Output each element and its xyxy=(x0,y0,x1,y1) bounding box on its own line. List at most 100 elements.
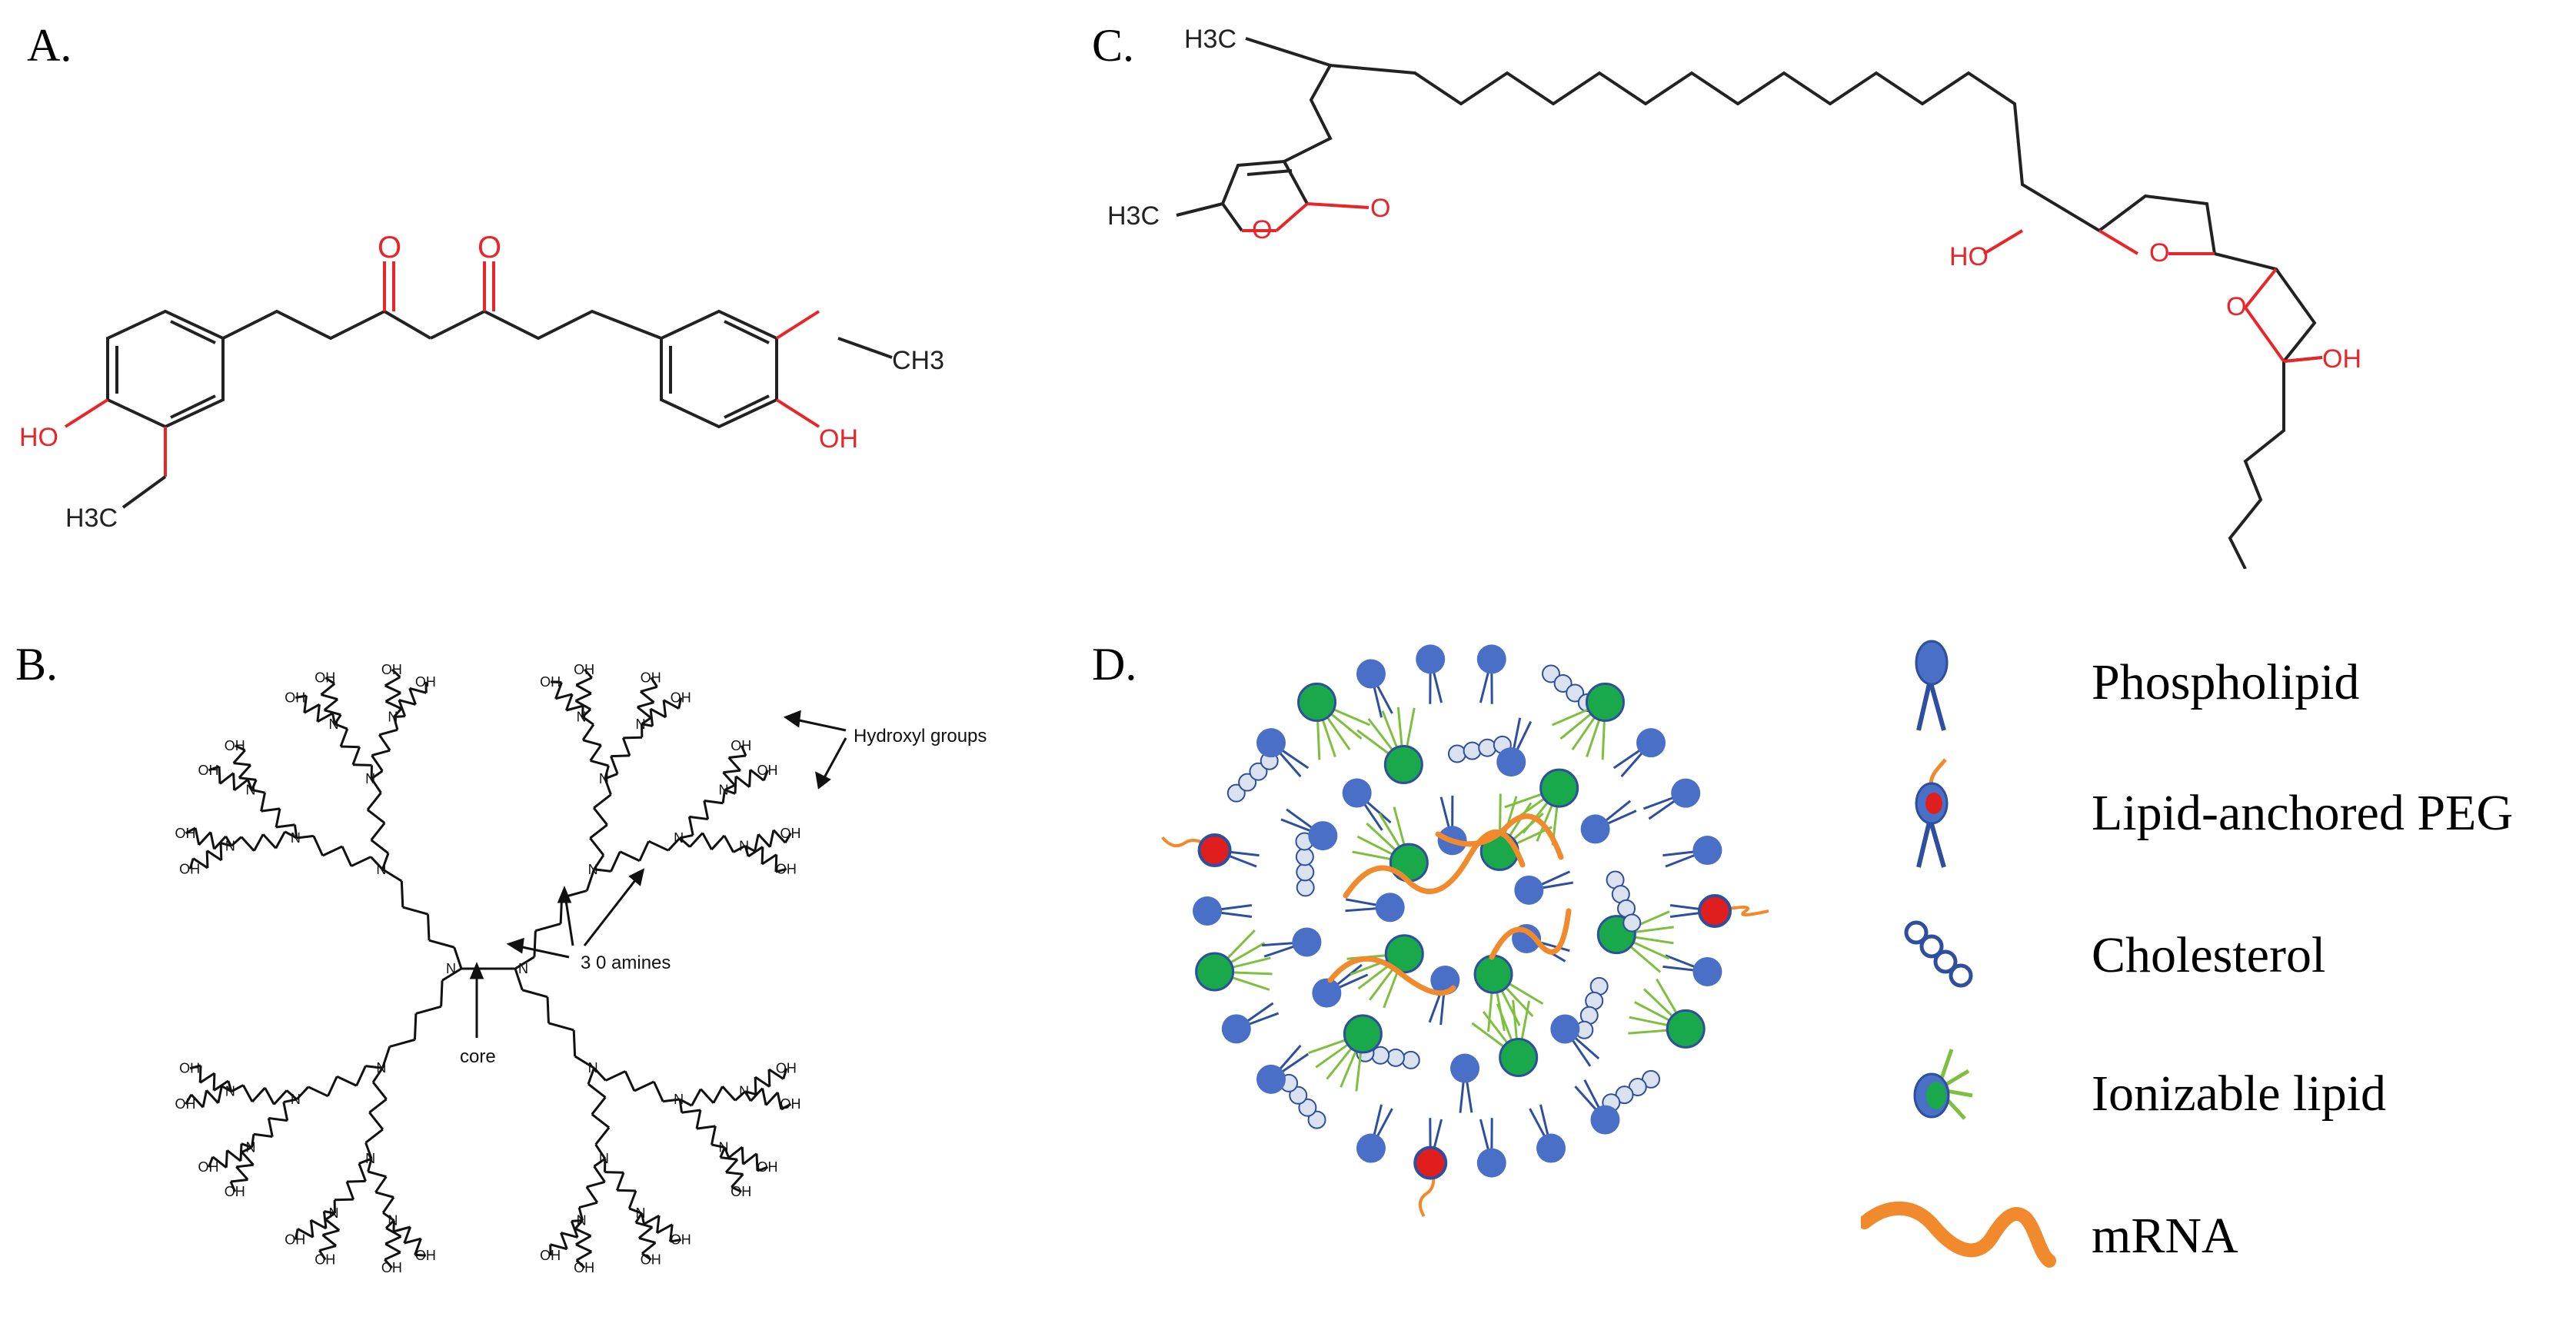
cholesterol-unit xyxy=(1542,664,1561,683)
mrna-strand xyxy=(1435,813,1564,860)
ionizable-lipid-head xyxy=(1499,1037,1539,1077)
dendrimer-atom-label: OH xyxy=(225,738,245,753)
peg-lipid-head xyxy=(1698,894,1732,928)
peg-lipid-head xyxy=(1413,1145,1448,1180)
phospholipid-head xyxy=(1375,893,1405,923)
panel-c: C. H3C H xyxy=(1077,0,2576,569)
dendrimer-atom-label: OH xyxy=(381,662,402,677)
ionizable-lipid-head xyxy=(1343,1014,1383,1054)
dendrimer-atom-label: OH xyxy=(731,1184,751,1199)
cholesterol-unit xyxy=(1238,773,1257,792)
dendrimer-atom-label: N xyxy=(388,1213,398,1229)
pamam-dendrimer-structure: N N N N N OH OH N OH OH N N OH OH N OH OH N N N OH OH N OH OH N N O… xyxy=(175,662,987,1275)
ionizable-lipid-head xyxy=(1585,682,1625,722)
phospholipid-head xyxy=(1356,659,1386,689)
panel-d: D. xyxy=(1077,584,2576,1320)
cholesterol-unit xyxy=(1296,863,1315,882)
cholesterol-unit xyxy=(1226,783,1246,803)
dendrimer-atom-label: N xyxy=(739,1084,749,1099)
cholesterol-unit xyxy=(1478,738,1497,757)
dendrimer-atom-label: OH xyxy=(415,674,436,690)
dendrimer-atom-label: OH xyxy=(757,763,777,778)
lipid-nanoparticle-illustration xyxy=(1161,644,1769,1218)
peg-lipid-icon xyxy=(1915,758,1949,868)
ionizable-lipid-head xyxy=(1539,768,1579,808)
cholesterol-unit xyxy=(1249,762,1268,781)
ionizable-lipid-head xyxy=(1384,934,1424,974)
cholesterol-unit xyxy=(1307,1110,1326,1129)
cholesterol-unit xyxy=(1386,1048,1405,1067)
dendrimer-atom-label: N xyxy=(365,771,375,786)
phospholipid-head xyxy=(1476,1148,1506,1178)
dendrimer-atom-label: OH xyxy=(540,674,561,690)
cholesterol-icon xyxy=(1904,920,1973,988)
annotation-tertiary-amines: 3 0 amines xyxy=(581,953,671,973)
dendrimer-atom-label: N xyxy=(388,709,398,724)
phospholipid-head xyxy=(1580,814,1610,844)
dendrimer-atom-label: N xyxy=(518,961,528,976)
phospholipid-head xyxy=(1450,1053,1480,1083)
legend-item-ionizable: Ionizable lipid xyxy=(1861,1034,2538,1149)
phospholipid-head xyxy=(1636,728,1666,758)
atom-oh: OH xyxy=(2322,344,2361,374)
dendrimer-atom-label: N xyxy=(328,1205,338,1221)
dendrimer-atom-label: OH xyxy=(731,738,751,753)
dendrimer-atom-label: N xyxy=(577,1213,587,1229)
phospholipid-head xyxy=(1671,778,1701,808)
atom-o1: O xyxy=(378,231,401,264)
dendrimer-atom-label: OH xyxy=(574,1260,594,1275)
dendrimer-atom-label: N xyxy=(739,838,749,853)
atom-o-carbonyl: O xyxy=(1370,194,1390,223)
annotation-core: core xyxy=(460,1046,496,1067)
dendrimer-atom-label: N xyxy=(599,1151,609,1166)
legend-label-mrna: mRNA xyxy=(2092,1208,2238,1264)
dendrimer-atom-label: OH xyxy=(225,1184,245,1199)
mrna-strand xyxy=(1327,956,1456,996)
dendrimer-atom-label: OH xyxy=(671,1232,691,1247)
ionizable-lipid-head xyxy=(1666,1009,1706,1049)
atom-och3-bottom: H3C xyxy=(65,504,118,533)
cholesterol-unit xyxy=(1463,741,1482,760)
panel-d-label: D. xyxy=(1092,639,1137,690)
dendrimer-atom-label: N xyxy=(291,1092,301,1107)
dendrimer-atom-label: OH xyxy=(776,861,797,876)
cholesterol-unit xyxy=(1622,913,1642,933)
dendrimer-atom-label: N xyxy=(225,1084,235,1099)
dendrimer-atom-label: N xyxy=(328,717,338,732)
phospholipid-head xyxy=(1193,896,1222,926)
phospholipid-head xyxy=(1692,836,1722,866)
legend-item-peg: Lipid-anchored PEG xyxy=(1861,753,2538,869)
peg-chain xyxy=(1714,906,1769,916)
atom-h3c-left: H3C xyxy=(1107,201,1160,231)
dendrimer-atom-label: OH xyxy=(315,1252,335,1268)
phospholipid-head xyxy=(1256,1064,1286,1094)
legend-item-mrna: mRNA xyxy=(1861,1176,2538,1292)
phospholipid-head xyxy=(1536,1133,1566,1163)
atom-o2: O xyxy=(478,231,501,264)
panel-a-label: A. xyxy=(27,20,72,71)
phospholipid-head xyxy=(1292,927,1322,957)
phospholipid-head xyxy=(1590,1105,1620,1135)
dendrimer-atom-label: OH xyxy=(671,690,691,706)
ionizable-lipid-head xyxy=(1473,954,1513,994)
ionizable-lipid-head xyxy=(1195,952,1235,992)
dendrimer-atom-label: N xyxy=(446,961,456,976)
peg-lipid-head xyxy=(1197,833,1232,868)
dendrimer-atom-label: N xyxy=(674,1092,684,1107)
dendrimer-atom-label: N xyxy=(674,830,684,846)
cholesterol-unit xyxy=(1296,878,1315,897)
ionizable-lipid-head xyxy=(1383,745,1423,785)
phospholipid-head xyxy=(1416,644,1446,674)
cholesterol-unit xyxy=(1566,683,1585,703)
dendrimer-atom-label: OH xyxy=(285,690,305,706)
legend-label-peg: Lipid-anchored PEG xyxy=(2092,785,2514,841)
cholesterol-unit xyxy=(1298,1098,1317,1117)
legend-label-ionizable: Ionizable lipid xyxy=(2092,1066,2387,1122)
legend-label-phospholipid: Phospholipid xyxy=(2092,654,2360,710)
dendrimer-atom-label: N xyxy=(719,1140,729,1155)
mrna-strand xyxy=(1489,908,1572,960)
dendrimer-atom-label: N xyxy=(719,782,729,797)
phospholipid-head xyxy=(1514,875,1544,905)
phospholipid-head xyxy=(1256,728,1286,758)
